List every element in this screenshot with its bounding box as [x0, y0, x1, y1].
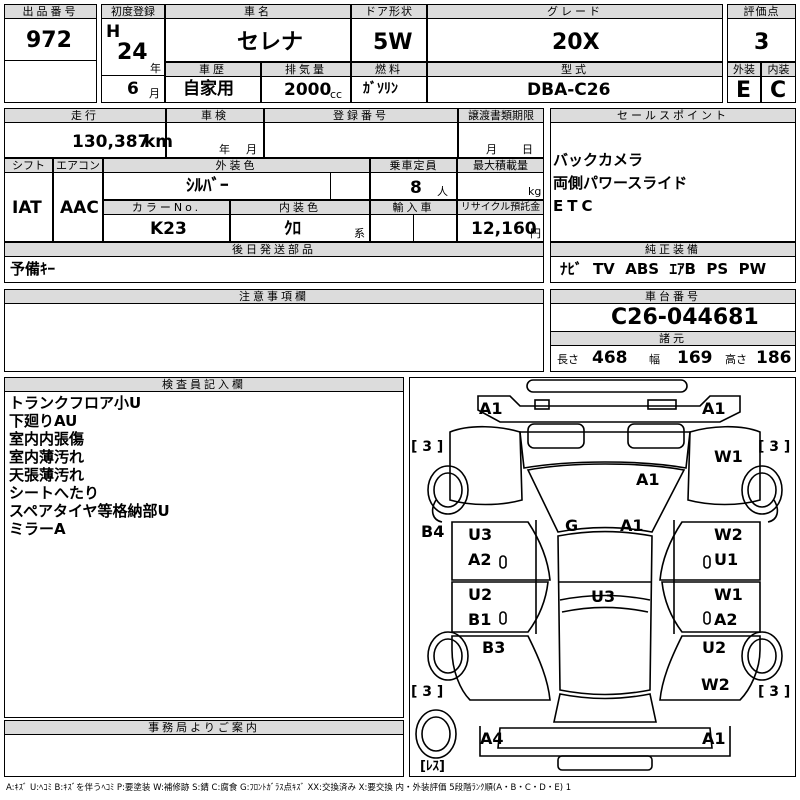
car-diagram-svg	[415, 379, 783, 771]
legend: A:ｷｽﾞ U:ﾍｺﾐ B:ｷｽﾞを伴うﾍｺﾐ P:要塗装 W:補修跡 S:錆 …	[6, 783, 572, 793]
lot-number: 972	[26, 28, 72, 53]
inspector-line: シートへたり	[9, 484, 100, 502]
recycle-fee: 12,160	[471, 219, 537, 239]
lot-number-label: 出品番号	[4, 4, 97, 19]
grade: 20X	[552, 30, 600, 55]
diag-right-u1: U1	[714, 550, 739, 569]
later-parts: 予備ｷｰ	[10, 260, 56, 278]
mileage: 130,387	[72, 132, 150, 152]
exterior-color: ｼﾙﾊﾞｰ	[186, 176, 229, 196]
car-name: セレナ	[237, 30, 304, 55]
displacement: 2000	[284, 80, 332, 100]
diag-tire-rr: [ 3 ]	[758, 684, 791, 700]
inspector-line: スペアタイヤ等格納部U	[9, 502, 170, 520]
model-code: DBA-C26	[527, 80, 611, 100]
diag-windshield-a1: A1	[620, 516, 644, 535]
history: 自家用	[183, 79, 234, 99]
interior-rating: C	[770, 78, 787, 103]
diag-front-left: A1	[479, 399, 503, 418]
sales-point: 両側パワースライド	[553, 174, 688, 192]
inspector-line: 天張薄汚れ	[9, 466, 85, 484]
diag-hood: A1	[636, 470, 660, 489]
diag-right-a2: A2	[714, 610, 738, 629]
interior-color: ｸﾛ	[284, 219, 301, 239]
color-number: K23	[150, 219, 187, 239]
diag-left-b1: B1	[468, 610, 492, 629]
shift: IAT	[12, 198, 42, 218]
aircon: AAC	[60, 198, 99, 218]
height: 186	[756, 348, 792, 368]
diag-spare: [ﾚｽ]	[420, 759, 445, 774]
diag-rear-right: A1	[702, 729, 726, 748]
inspector-line: 室内薄汚れ	[9, 448, 85, 466]
exterior-rating: E	[736, 78, 752, 103]
sales-point: バックカメラ	[553, 151, 644, 169]
seats: 8	[410, 178, 422, 198]
diag-roof: U3	[591, 587, 616, 606]
diag-windshield: G	[565, 516, 579, 535]
sales-point: ETC	[553, 197, 597, 215]
inspector-line: トランクフロア小U	[9, 394, 142, 412]
inspector-line: 下廻りAU	[9, 412, 78, 430]
chassis-number: C26-044681	[611, 305, 759, 330]
diag-tire-fr: [ 3 ]	[758, 439, 791, 455]
first-reg-month: 6	[127, 79, 139, 99]
diag-right-u2: U2	[702, 638, 727, 657]
first-reg-year: 24	[117, 40, 148, 65]
inspector-notes: トランクフロア小U 下廻りAU 室内内張傷 室内薄汚れ 天張薄汚れ シートへたり…	[9, 394, 170, 538]
score: 3	[754, 30, 770, 55]
inspector-line: 室内内張傷	[9, 430, 85, 448]
diag-w1-top: W1	[714, 447, 743, 466]
door-type: 5W	[373, 30, 413, 55]
first-registration-label: 初度登録	[101, 4, 165, 19]
diag-left-b3: B3	[482, 638, 506, 657]
length: 468	[592, 348, 628, 368]
inspector-line: ミラーA	[9, 520, 66, 538]
diag-right-w2: W2	[714, 525, 743, 544]
diag-tire-fl: [ 3 ]	[411, 439, 444, 455]
diag-left-a2: A2	[468, 550, 492, 569]
era: H	[106, 22, 121, 42]
diag-left-u2: U2	[468, 585, 493, 604]
damage-diagram	[409, 377, 796, 777]
diag-front-right: A1	[702, 399, 726, 418]
width: 169	[677, 348, 713, 368]
diag-left-u3: U3	[468, 525, 493, 544]
diag-tire-rl: [ 3 ]	[411, 684, 444, 700]
fuel: ｶﾞｿﾘﾝ	[363, 81, 398, 97]
diag-right-w2b: W2	[701, 675, 730, 694]
diag-left-side: B4	[421, 522, 445, 541]
diag-rear-left: A4	[480, 729, 504, 748]
diag-right-w1: W1	[714, 585, 743, 604]
equipment: ﾅﾋﾞ TV ABS ｴｱB PS PW	[560, 260, 767, 278]
